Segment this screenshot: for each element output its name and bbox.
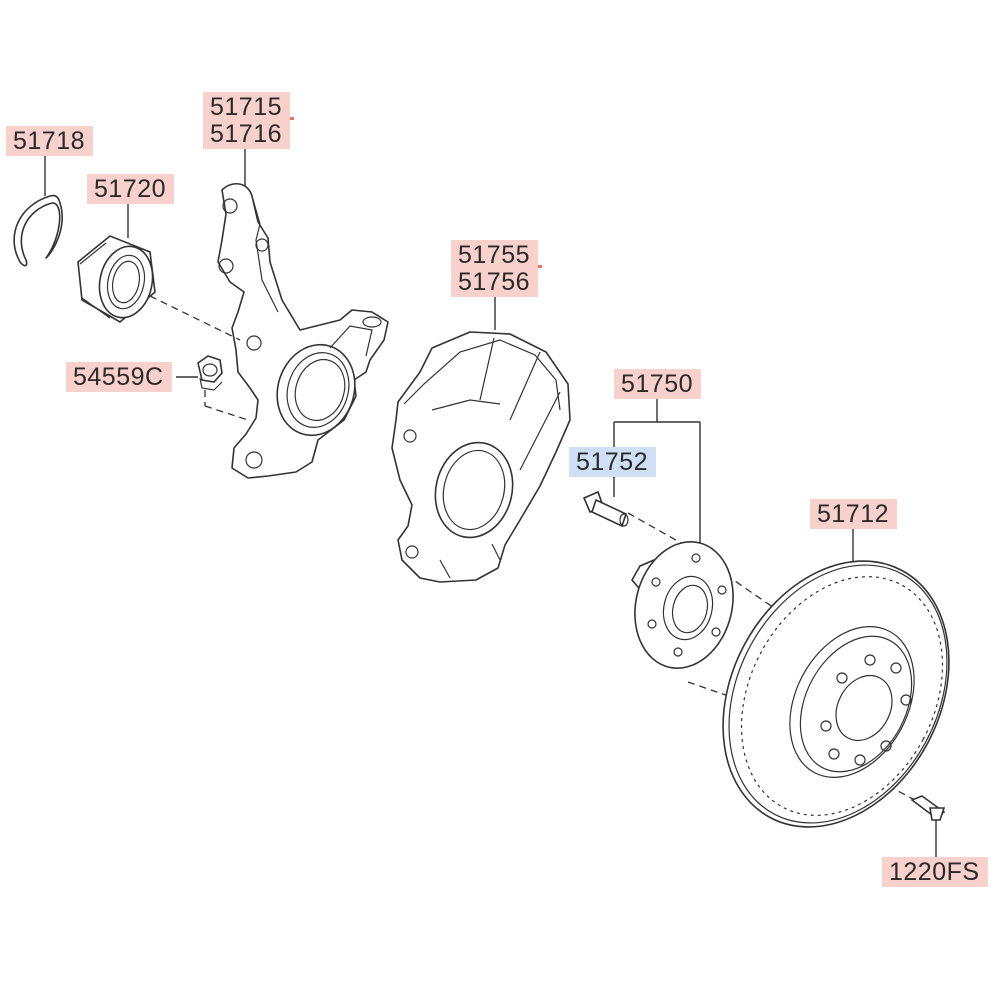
part-label-1220fs[interactable]: 1220FS: [882, 857, 988, 887]
part-label-54559c[interactable]: 54559C: [66, 362, 172, 392]
part-label-51712[interactable]: 51712: [810, 499, 898, 529]
wheel-bearing-part: [77, 235, 156, 323]
part-label-51715[interactable]: 51715: [203, 92, 291, 122]
hub-bolt-part: [582, 490, 629, 528]
part-label-51716[interactable]: 51716: [203, 119, 291, 149]
leader-51750: [613, 398, 701, 545]
steering-knuckle-part: [217, 183, 389, 479]
leader-lines: [44, 147, 937, 858]
part-label-51756[interactable]: 51756: [451, 267, 539, 297]
hub-assembly-part: [631, 541, 734, 669]
part-label-51718[interactable]: 51718: [6, 126, 94, 156]
dust-cover-part: [391, 331, 571, 583]
brake-disc-part: [722, 560, 950, 828]
part-label-51720[interactable]: 51720: [87, 174, 175, 204]
part-label-51755[interactable]: 51755: [451, 240, 539, 270]
snap-ring-part: [13, 194, 63, 267]
nut-part: [197, 355, 223, 391]
part-label-51752[interactable]: 51752: [569, 447, 657, 477]
screw-part: [910, 795, 946, 821]
part-label-51750[interactable]: 51750: [614, 369, 702, 399]
